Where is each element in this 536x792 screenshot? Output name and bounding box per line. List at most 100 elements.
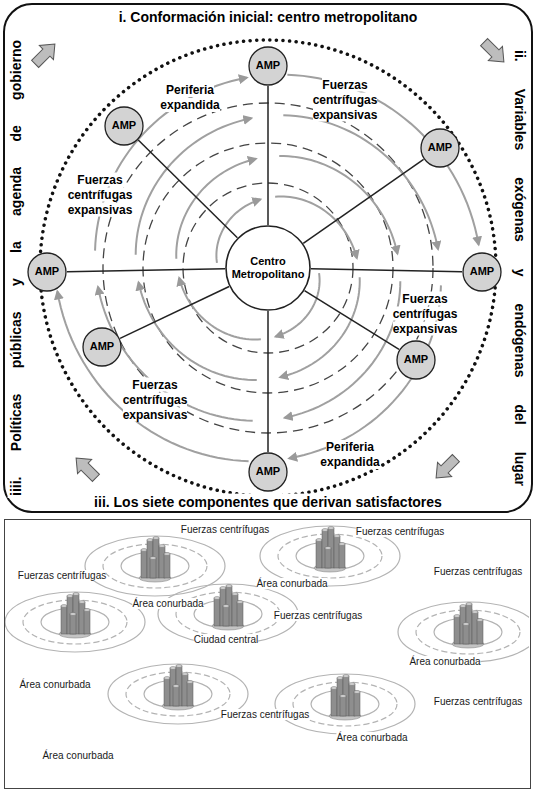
building-top bbox=[84, 609, 90, 612]
building bbox=[339, 544, 345, 568]
radial-line bbox=[120, 286, 229, 338]
amp-circle: AMP bbox=[104, 106, 144, 146]
building bbox=[173, 686, 179, 706]
building-top bbox=[472, 611, 478, 614]
area-label: Fuerzas centrífugas bbox=[434, 566, 522, 577]
panel-heading-box: iii. Los siete componentes que derivan s… bbox=[92, 494, 444, 511]
corner-arrow bbox=[28, 37, 62, 71]
amp-label: AMP bbox=[90, 340, 114, 353]
building-top bbox=[463, 623, 469, 626]
city-icon bbox=[85, 536, 225, 596]
label-box: Fuerzas centrífugas expansivas bbox=[58, 173, 142, 218]
label-box: Fuerzas centrífugas expansivas bbox=[383, 292, 467, 337]
amp-label: AMP bbox=[256, 59, 280, 72]
area-label: Fuerzas centrífugas bbox=[356, 526, 444, 537]
building-top bbox=[61, 605, 67, 608]
amp-circle: AMP bbox=[462, 252, 502, 292]
spiral-arrow bbox=[287, 75, 478, 245]
building bbox=[70, 614, 76, 634]
label-box: Fuerzas centrífugas bbox=[274, 610, 362, 622]
center-circle: Centro Metropolitano bbox=[225, 225, 311, 311]
building-top bbox=[349, 683, 355, 686]
building-top bbox=[141, 549, 147, 552]
label-box: Fuerzas centrífugas bbox=[221, 709, 309, 721]
amp-circle: AMP bbox=[248, 46, 288, 86]
building bbox=[454, 616, 460, 644]
panel-heading: i. Conformación inicial: centro metropol… bbox=[117, 9, 420, 25]
building-top bbox=[79, 601, 85, 604]
building-top bbox=[325, 547, 331, 550]
city-icon bbox=[5, 592, 145, 652]
label-box: Fuerzas centrífugas expansivas bbox=[303, 78, 387, 123]
area-label: Área conurbada bbox=[132, 598, 203, 609]
force-ring bbox=[275, 674, 415, 734]
building bbox=[187, 682, 193, 706]
building bbox=[223, 606, 229, 626]
radial-line bbox=[67, 269, 225, 272]
label-box: Área conurbada bbox=[132, 598, 203, 610]
building-top bbox=[187, 681, 193, 684]
area-label: Fuerzas centrífugas bbox=[181, 524, 269, 535]
building-top bbox=[220, 587, 226, 590]
amp-circle: AMP bbox=[420, 128, 460, 168]
amp-circle: AMP bbox=[396, 340, 436, 380]
panel-heading-box: ii. Variables exógenas y endógenas del l… bbox=[512, 48, 529, 488]
region-label: Fuerzas centrífugas expansivas bbox=[68, 173, 133, 217]
building-top bbox=[477, 619, 483, 622]
bottom-frame bbox=[5, 520, 531, 789]
city-cluster bbox=[5, 526, 529, 734]
building-top bbox=[354, 691, 360, 694]
panel-frame: i. Conformación inicial: centro metropol… bbox=[3, 3, 533, 513]
amp-circle: AMP bbox=[82, 327, 122, 367]
region-label: Fuerzas centrífugas expansivas bbox=[313, 78, 378, 122]
area-label: Fuerzas centrífugas bbox=[274, 610, 362, 621]
building-top bbox=[237, 601, 243, 604]
building bbox=[164, 678, 170, 706]
label-box: Área conurbada bbox=[256, 578, 327, 590]
circle-text-box: AMP bbox=[90, 340, 114, 353]
label-box: Área conurbada bbox=[336, 732, 407, 744]
label-box: Área conurbada bbox=[409, 656, 480, 668]
amp-circle: AMP bbox=[248, 452, 288, 492]
building-top bbox=[226, 585, 232, 588]
corner-arrow bbox=[69, 451, 103, 485]
force-ring bbox=[5, 592, 145, 652]
building bbox=[477, 620, 483, 644]
region-label: Periferia expandida bbox=[320, 440, 379, 469]
building-top bbox=[147, 539, 153, 542]
building-top bbox=[334, 535, 340, 538]
building bbox=[214, 598, 220, 626]
label-box: Periferia expandida bbox=[313, 440, 387, 470]
radial-line bbox=[267, 86, 269, 225]
area-label: Área conurbada bbox=[409, 656, 480, 667]
center-label: Centro Metropolitano bbox=[232, 255, 305, 281]
spiral-arrow bbox=[57, 291, 248, 461]
amp-label: AMP bbox=[428, 141, 452, 154]
building-top bbox=[339, 543, 345, 546]
circle-text-box: AMP bbox=[35, 265, 59, 278]
building bbox=[237, 602, 243, 626]
radial-line bbox=[303, 159, 423, 243]
building-top bbox=[159, 545, 165, 548]
area-label: Fuerzas centrífugas bbox=[18, 570, 106, 581]
corner-arrow bbox=[429, 451, 463, 485]
circle-text-box: AMP bbox=[470, 265, 494, 278]
panel-heading-box: iiii. Políticas públicas y la agenda de … bbox=[8, 38, 25, 498]
building bbox=[354, 692, 360, 716]
building-top bbox=[176, 665, 182, 668]
building bbox=[316, 540, 322, 568]
building-top bbox=[343, 675, 349, 678]
building bbox=[164, 554, 170, 578]
building-top bbox=[460, 605, 466, 608]
area-label: Ciudad central bbox=[194, 634, 258, 645]
amp-circle: AMP bbox=[27, 252, 67, 292]
radial-line bbox=[305, 291, 399, 350]
building-top bbox=[70, 613, 76, 616]
label-box: Fuerzas centrífugas bbox=[356, 526, 444, 538]
force-ring bbox=[398, 602, 529, 662]
amp-label: AMP bbox=[35, 265, 59, 278]
circle-text-box: AMP bbox=[404, 353, 428, 366]
building bbox=[84, 610, 90, 634]
building bbox=[150, 558, 156, 578]
area-label: Área conurbada bbox=[256, 578, 327, 589]
